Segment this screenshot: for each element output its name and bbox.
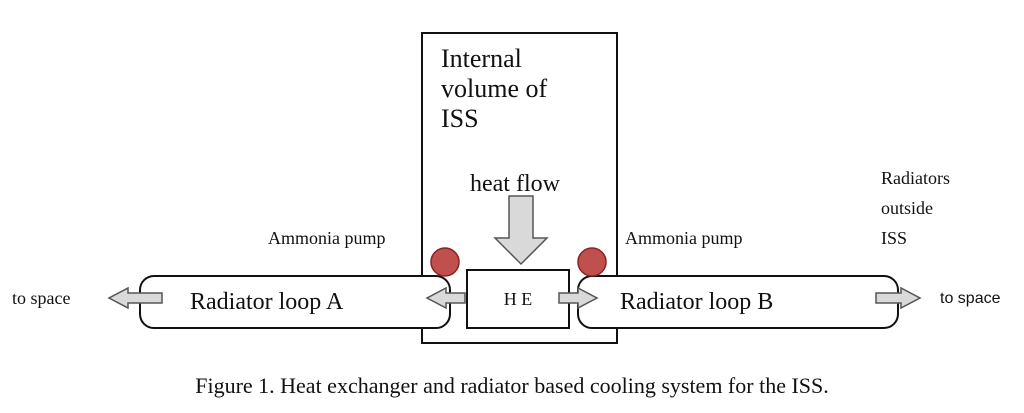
radiators-outside-label-line2: outside — [881, 198, 933, 218]
ammonia-pump-left-icon — [430, 247, 460, 277]
to-space-right-label: to space — [940, 290, 1001, 307]
internal-volume-label-line2: volume of — [441, 74, 547, 103]
arrow-to-space-left — [107, 286, 163, 310]
ammonia-pump-right-icon — [577, 247, 607, 277]
ammonia-pump-right-label: Ammonia pump — [625, 228, 743, 248]
internal-volume-label-line1: Internal — [441, 44, 522, 73]
ammonia-pump-left-label: Ammonia pump — [268, 228, 386, 248]
heat-flow-label: heat flow — [470, 171, 561, 197]
arrow-he-to-loop-a — [425, 286, 466, 310]
radiator-loop-a-label: Radiator loop A — [190, 289, 344, 315]
internal-volume-label-line3: ISS — [441, 104, 479, 133]
radiators-outside-label-line1: Radiators — [881, 168, 950, 188]
arrow-to-space-right — [875, 286, 922, 310]
figure-caption: Figure 1. Heat exchanger and radiator ba… — [195, 373, 829, 398]
arrow-he-to-loop-b — [558, 286, 599, 310]
radiators-outside-label-line3: ISS — [881, 228, 907, 248]
radiator-loop-b-label: Radiator loop B — [620, 289, 773, 315]
to-space-left-label: to space — [12, 288, 70, 308]
heat-exchanger-label: H E — [504, 289, 533, 309]
heat-flow-arrow — [493, 195, 549, 266]
